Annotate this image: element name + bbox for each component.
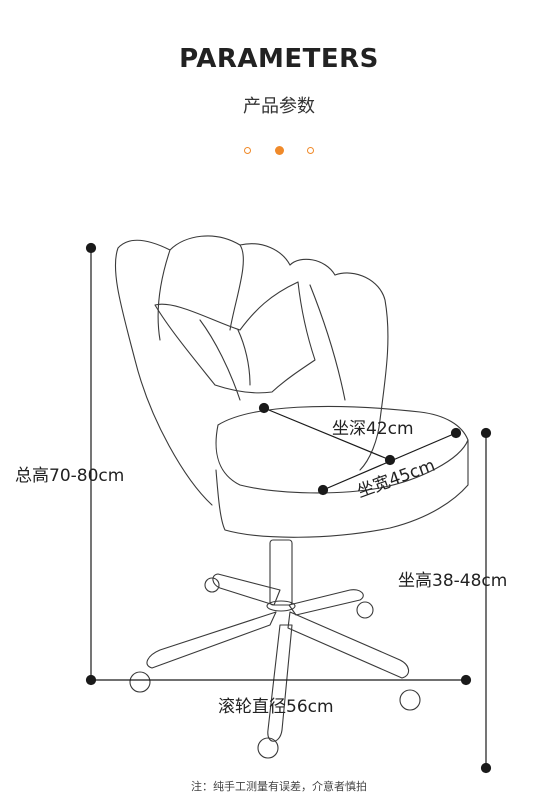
- wheel-diameter-label: 滚轮直径56cm: [218, 697, 334, 717]
- chair-back-inner: [199, 319, 241, 401]
- seat-height-top-dot: [480, 427, 492, 439]
- star-base: [287, 611, 410, 679]
- seat-depth-label: 坐深42cm: [332, 419, 414, 439]
- dot-indicator-active: [274, 146, 284, 155]
- pillow-center: [237, 329, 251, 386]
- gas-lift-base: [266, 600, 296, 612]
- seat-depth-start-dot: [258, 402, 270, 414]
- chair-back-right: [334, 272, 389, 471]
- star-base: [146, 611, 277, 669]
- seat-width-start-dot: [317, 484, 329, 496]
- seat-front: [215, 439, 469, 538]
- caster: [129, 671, 151, 693]
- carousel-dots: [0, 140, 558, 159]
- star-base: [267, 624, 293, 742]
- pillow: [154, 281, 316, 394]
- chair-back-inner: [309, 284, 346, 401]
- star-base: [212, 573, 281, 606]
- dot-indicator: [244, 147, 252, 154]
- footer-note: 注：纯手工测量有误差，介意者慎拍: [191, 780, 367, 793]
- caster: [257, 737, 279, 759]
- dot-indicator: [306, 147, 314, 154]
- total-height-label: 总高70-80cm: [15, 466, 125, 486]
- chair-back-left: [114, 235, 244, 506]
- chair-back-ridge: [239, 243, 291, 266]
- seat-height-label: 坐高38-48cm: [398, 571, 508, 591]
- chair-back-ridge: [157, 249, 171, 341]
- caster: [204, 577, 220, 593]
- caster: [356, 601, 374, 619]
- caster: [399, 689, 421, 711]
- page-title: PARAMETERS: [179, 44, 379, 74]
- gas-lift: [269, 539, 293, 606]
- seat-width-end-dot: [450, 427, 462, 439]
- seat-top: [215, 405, 469, 494]
- seat-width-line: [322, 432, 457, 491]
- page-subtitle: 产品参数: [243, 96, 315, 117]
- wheel-width-right-dot: [460, 674, 472, 686]
- total-height-top-dot: [85, 242, 97, 254]
- star-base: [288, 589, 364, 616]
- seat-height-bottom-dot: [480, 762, 492, 774]
- seat-depth-line: [263, 407, 391, 461]
- chair-back-ridge: [289, 258, 336, 276]
